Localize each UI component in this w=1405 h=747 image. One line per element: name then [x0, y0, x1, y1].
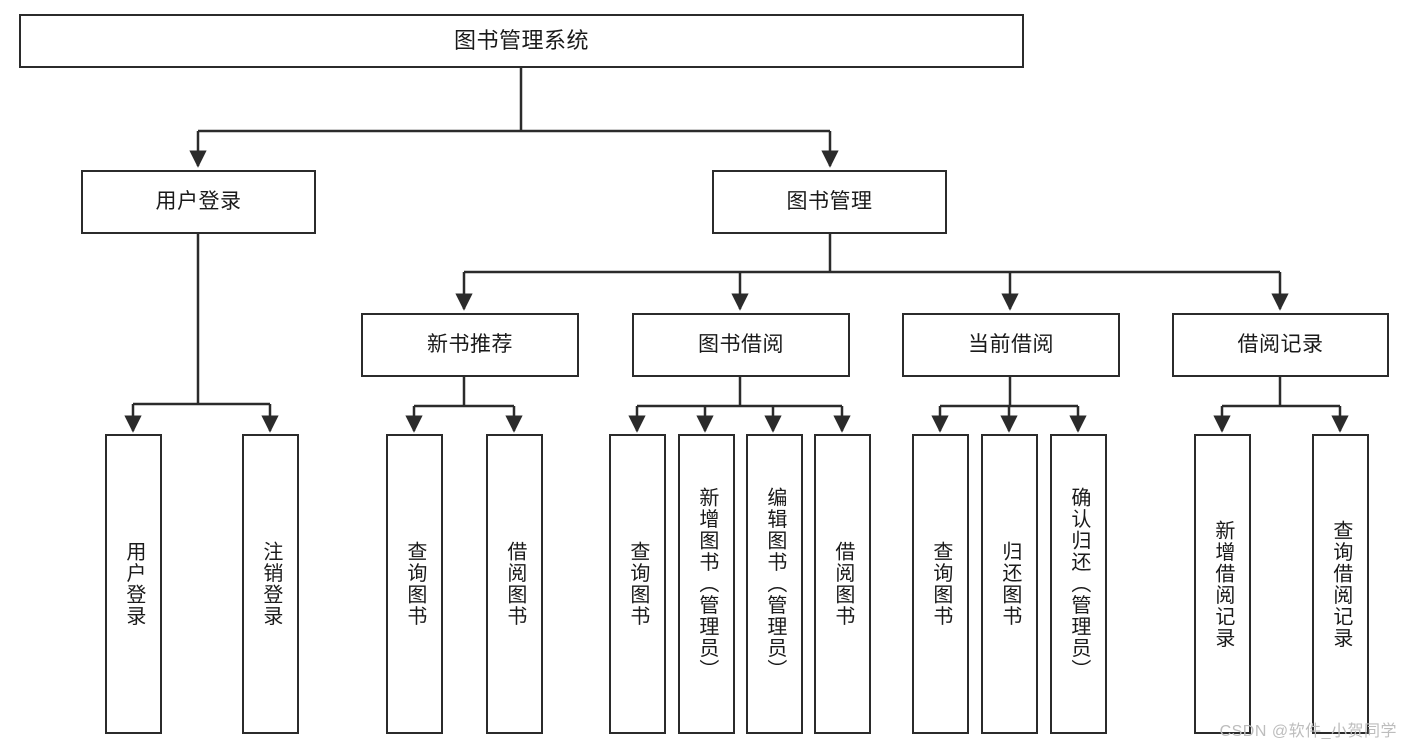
leaf-bookborrow-edit-book-admin[interactable]: 编辑图书（管理员） [746, 434, 803, 734]
node-label: 查询借阅记录 [1329, 519, 1352, 649]
node-label: 当前借阅 [968, 333, 1054, 357]
node-label: 借阅图书 [503, 541, 526, 627]
node-book-borrowing[interactable]: 图书借阅 [632, 313, 850, 377]
node-label: 新增图书（管理员） [695, 487, 718, 681]
node-label: 归还图书 [998, 541, 1021, 627]
node-new-book-recommendation[interactable]: 新书推荐 [361, 313, 579, 377]
node-label: 图书借阅 [698, 333, 784, 357]
node-borrowing-records[interactable]: 借阅记录 [1172, 313, 1389, 377]
node-label: 用户登录 [122, 541, 145, 627]
leaf-logout[interactable]: 注销登录 [242, 434, 299, 734]
leaf-borrowrecord-add-record[interactable]: 新增借阅记录 [1194, 434, 1251, 734]
node-label: 查询图书 [929, 541, 952, 627]
leaf-bookborrow-query-book[interactable]: 查询图书 [609, 434, 666, 734]
leaf-user-login[interactable]: 用户登录 [105, 434, 162, 734]
node-label: 图书管理系统 [453, 27, 589, 53]
leaf-bookborrow-add-book-admin[interactable]: 新增图书（管理员） [678, 434, 735, 734]
node-root-book-management-system[interactable]: 图书管理系统 [19, 14, 1024, 68]
node-label: 确认归还（管理员） [1067, 487, 1090, 681]
node-label: 借阅图书 [831, 541, 854, 627]
node-user-login[interactable]: 用户登录 [81, 170, 316, 234]
leaf-currentborrow-query-book[interactable]: 查询图书 [912, 434, 969, 734]
node-label: 查询图书 [626, 541, 649, 627]
leaf-newbook-borrow-book[interactable]: 借阅图书 [486, 434, 543, 734]
csdn-watermark: CSDN @软件_小贺同学 [1219, 723, 1397, 740]
node-current-borrowing[interactable]: 当前借阅 [902, 313, 1120, 377]
node-label: 新书推荐 [427, 333, 513, 357]
node-label: 查询图书 [403, 541, 426, 627]
node-label: 借阅记录 [1237, 333, 1324, 357]
leaf-borrowrecord-query-record[interactable]: 查询借阅记录 [1312, 434, 1369, 734]
leaf-bookborrow-borrow-book[interactable]: 借阅图书 [814, 434, 871, 734]
node-label: 用户登录 [155, 190, 242, 214]
node-label: 新增借阅记录 [1211, 519, 1234, 649]
node-label: 注销登录 [259, 541, 282, 627]
leaf-newbook-query-book[interactable]: 查询图书 [386, 434, 443, 734]
leaf-currentborrow-confirm-return-admin[interactable]: 确认归还（管理员） [1050, 434, 1107, 734]
node-book-management[interactable]: 图书管理 [712, 170, 947, 234]
leaf-currentborrow-return-book[interactable]: 归还图书 [981, 434, 1038, 734]
node-label: 编辑图书（管理员） [763, 487, 786, 681]
node-label: 图书管理 [786, 190, 873, 214]
